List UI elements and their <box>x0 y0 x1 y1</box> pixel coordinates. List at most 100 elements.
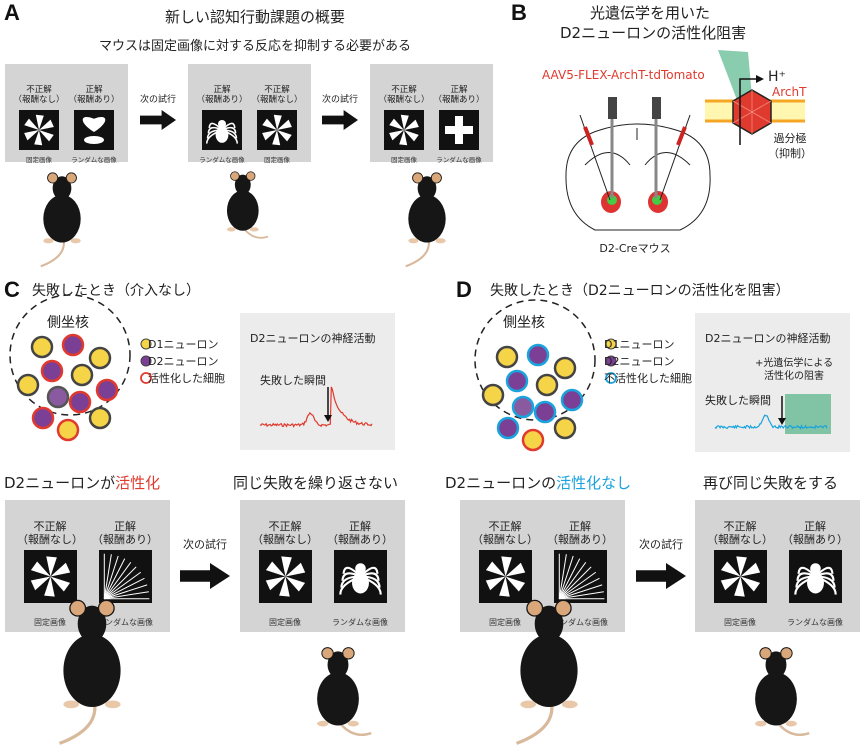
right-stimulus-heading: 正解（報酬あり） <box>49 85 139 105</box>
optic-fiber-left <box>608 97 617 119</box>
reward-label: （報酬あり） <box>68 95 120 106</box>
mouse-icon <box>755 647 810 737</box>
asterisk-icon <box>262 114 292 146</box>
neuron-cell <box>61 333 85 357</box>
neuron-cell <box>70 363 94 387</box>
optic-fiber-right <box>652 97 661 119</box>
next-trial-label: 次の試行 <box>639 538 683 551</box>
proton-label: H⁺ <box>768 69 786 85</box>
image-type-caption: ランダムな画像 <box>787 618 843 627</box>
neuron-cell <box>533 400 557 424</box>
legend-inactivated: 不活性化した細胞 <box>604 372 692 385</box>
reward-label: （報酬あり） <box>196 95 248 106</box>
asterisk-stimulus <box>478 550 532 603</box>
effect-line1: 過分極 <box>773 132 807 145</box>
panel-a-subtitle: マウスは固定画像に対する反応を抑制する必要がある <box>98 39 411 54</box>
image-type-caption: 固定画像 <box>391 156 417 164</box>
answer-label: 正解 <box>804 520 826 533</box>
inhibit-line2: 活性化の阻害 <box>764 371 825 382</box>
asterisk-icon <box>265 556 305 597</box>
mouse-icon <box>515 599 578 745</box>
panel-c-moment: 失敗した瞬間 <box>260 374 326 387</box>
reward-label: （報酬なし） <box>707 533 773 547</box>
right-stimulus-heading: 正解（報酬あり） <box>315 520 405 546</box>
legend-d1: D1ニューロン <box>604 338 675 351</box>
reward-label: （報酬なし） <box>13 95 65 106</box>
asterisk-stimulus <box>257 110 297 150</box>
outcome-prefix: D2ニューロンが <box>4 474 116 492</box>
lines-stimulus <box>98 550 152 603</box>
answer-label: 正解 <box>450 85 468 95</box>
panel-a-trial-2: 正解（報酬あり）ランダムな画像不正解（報酬なし）固定画像 <box>188 64 311 164</box>
panel-c-trace-box <box>240 313 395 450</box>
mouse-line-label: D2-Creマウス <box>599 242 671 255</box>
reward-label: （報酬あり） <box>547 533 613 547</box>
neuron-cell <box>481 383 505 407</box>
title-line1: 光遺伝学を用いた <box>589 4 710 22</box>
spider-icon <box>338 563 382 595</box>
right-stimulus-heading: 正解（報酬あり） <box>770 520 860 546</box>
asterisk-icon <box>485 556 525 597</box>
light-cone <box>718 50 752 100</box>
answer-label: 不正解 <box>268 520 302 533</box>
legend-d2: D2ニューロン <box>604 355 675 368</box>
image-type-caption: ランダムな画像 <box>97 618 153 627</box>
panel-d-outcome-left: D2ニューロンの活性化なし <box>445 472 631 493</box>
neuron-cell <box>553 416 577 440</box>
neuron-cell <box>31 406 55 430</box>
spider-stimulus <box>788 550 842 603</box>
mouse-icon <box>58 599 121 745</box>
image-type-caption: 固定画像 <box>264 156 290 164</box>
legend-d1: D1ニューロン <box>148 338 219 351</box>
mouse-icon <box>317 647 372 737</box>
next-trial-label: 次の試行 <box>183 538 227 551</box>
panel-d-moment: 失敗した瞬間 <box>705 394 771 407</box>
neuron-cell <box>88 406 112 430</box>
panel-c-outcome-right: 同じ失敗を繰り返さない <box>233 474 399 492</box>
asterisk-icon <box>30 556 70 597</box>
image-type-caption: 固定画像 <box>489 618 521 627</box>
image-type-caption: 固定画像 <box>26 156 52 164</box>
panel-b-label: B <box>511 0 527 25</box>
answer-label: 不正解 <box>26 85 52 95</box>
panel-c-trace <box>259 386 373 428</box>
virus-label: AAV5-FLEX-ArchT-tdTomato <box>542 68 705 82</box>
arrow-icon <box>140 110 176 130</box>
cross-icon <box>445 116 473 144</box>
reward-label: （報酬なし） <box>378 95 430 106</box>
reward-label: （報酬なし） <box>17 533 83 547</box>
answer-label: 不正解 <box>264 85 290 95</box>
archt-label: ArchT <box>772 85 807 99</box>
arrow-icon <box>322 110 358 130</box>
answer-label: 正解 <box>85 85 103 95</box>
panel-c-region: 側坐核 <box>47 315 89 331</box>
outcome-prefix: D2ニューロンの <box>445 474 557 492</box>
image-type-caption: 固定画像 <box>724 618 756 627</box>
lines-icon <box>558 553 604 600</box>
panel-c-title: 失敗したとき（介入なし） <box>32 283 200 299</box>
left-stimulus-heading: 正解（報酬あり） <box>177 85 267 105</box>
spider-icon <box>793 563 837 595</box>
lines-icon <box>103 553 149 600</box>
right-stimulus-heading: 正解（報酬あり） <box>535 520 625 546</box>
panel-d-trial-2: 不正解（報酬なし）固定画像正解（報酬あり）ランダムな画像 <box>695 500 860 632</box>
reward-label: （報酬あり） <box>327 533 393 547</box>
panel-c-legend: D1ニューロン D2ニューロン 活性化した細胞 <box>148 336 225 387</box>
panel-c-outcome-left: D2ニューロンが活性化 <box>4 472 160 493</box>
panel-c-label: C <box>4 277 20 302</box>
asterisk-stimulus <box>384 110 424 150</box>
neuron-cell <box>553 356 577 380</box>
next-trial-label: 次の試行 <box>322 95 359 105</box>
outcome-emphasis: 活性化 <box>115 474 161 492</box>
neuron-cell <box>496 416 520 440</box>
panel-a-trial-1: 不正解（報酬なし）固定画像正解（報酬あり）ランダムな画像 <box>5 64 128 164</box>
panel-c-trace-title: D2ニューロンの神経活動 <box>250 332 376 345</box>
answer-label: 正解 <box>114 520 136 533</box>
legend-d1-marker <box>140 338 152 350</box>
neuron-cell <box>511 395 535 419</box>
asterisk-stimulus <box>19 110 59 150</box>
answer-label: 不正解 <box>488 520 522 533</box>
legend-d2-marker <box>140 355 152 367</box>
cross-stimulus <box>439 110 479 150</box>
